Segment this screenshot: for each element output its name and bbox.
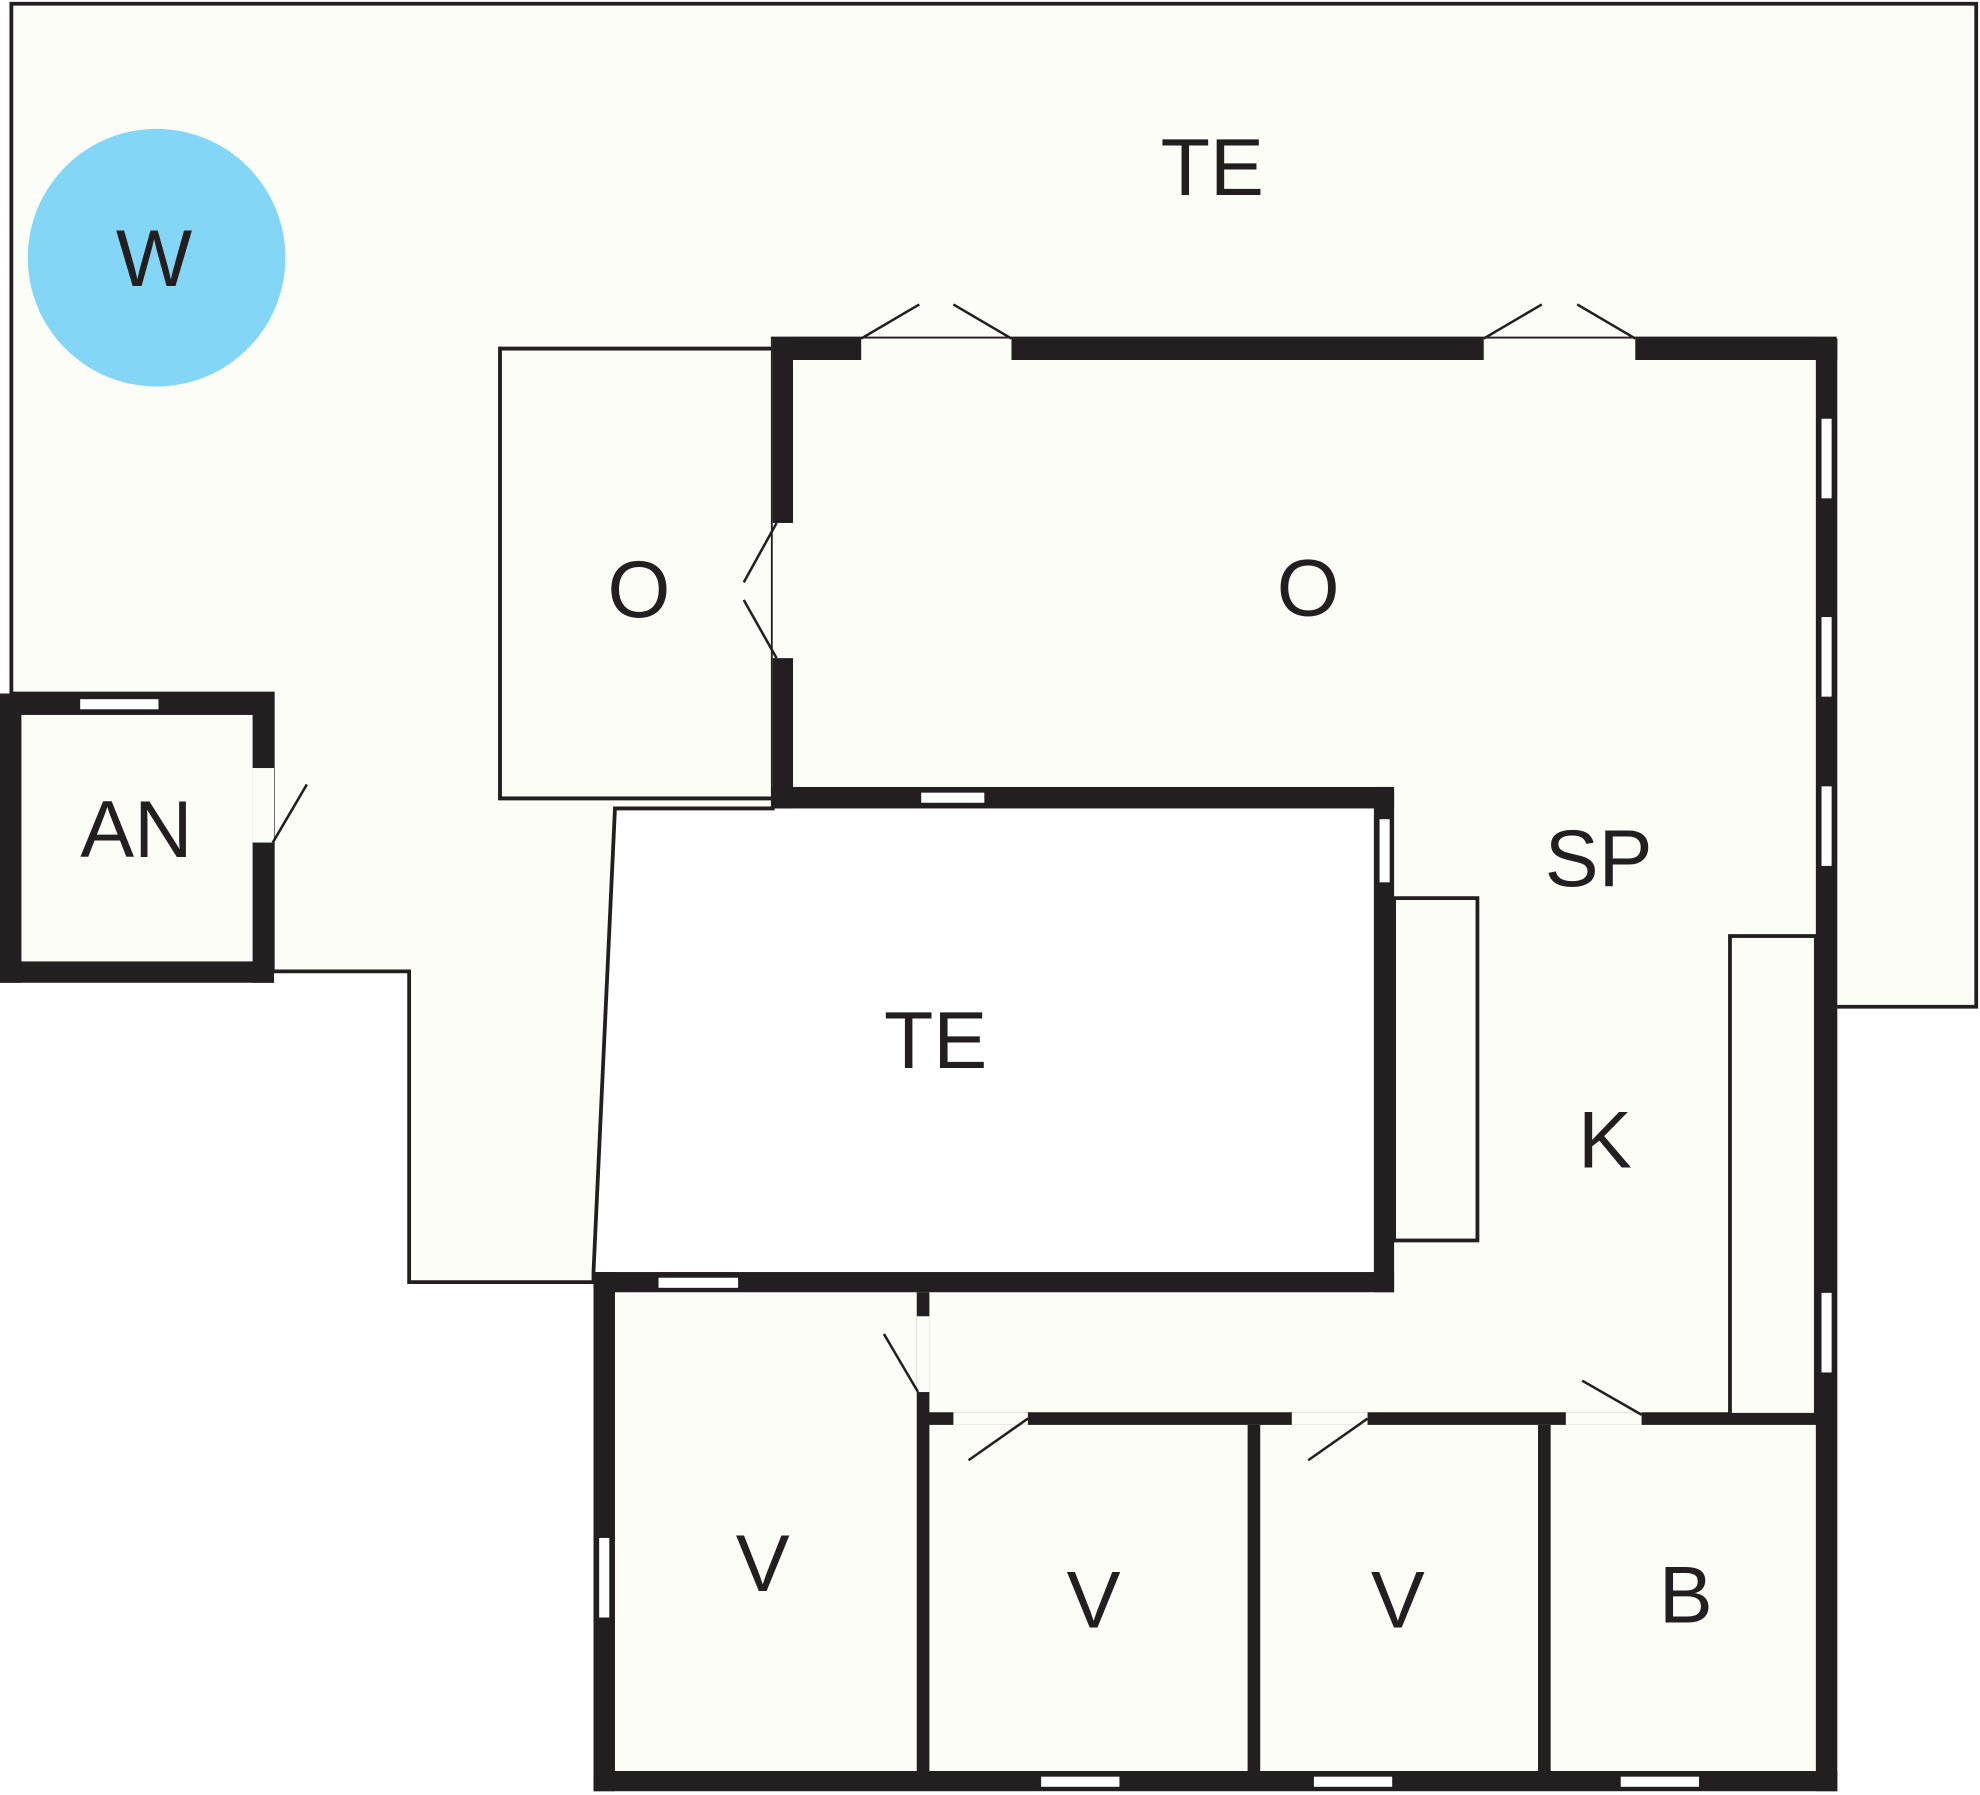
water-feature bbox=[27, 128, 286, 387]
kitchen-counter-left bbox=[1392, 896, 1480, 1243]
room-label-kitchen: K bbox=[1578, 1096, 1632, 1186]
room-label-storage-main: O bbox=[1277, 544, 1340, 634]
room-label-terrace-top: TE bbox=[1161, 123, 1264, 213]
storage-room-small bbox=[498, 346, 775, 801]
room-label-water: W bbox=[116, 214, 193, 304]
doors[interactable] bbox=[252, 303, 1643, 1462]
house-floor bbox=[593, 338, 1838, 1792]
room-label-bedroom-3: V bbox=[1371, 1555, 1425, 1645]
room-label-bathroom: B bbox=[1659, 1550, 1713, 1640]
room-label-bedroom-1: V bbox=[736, 1519, 790, 1609]
room-label-storage-small: O bbox=[608, 545, 671, 635]
windows bbox=[78, 417, 1833, 1789]
room-label-terrace-middle: TE bbox=[884, 996, 987, 1086]
room-label-annex: AN bbox=[80, 785, 192, 875]
room-label-bedroom-2: V bbox=[1067, 1555, 1121, 1645]
room-label-dining: SP bbox=[1545, 814, 1653, 904]
kitchen-counter-right bbox=[1728, 934, 1818, 1417]
annex-floor bbox=[21, 714, 253, 962]
